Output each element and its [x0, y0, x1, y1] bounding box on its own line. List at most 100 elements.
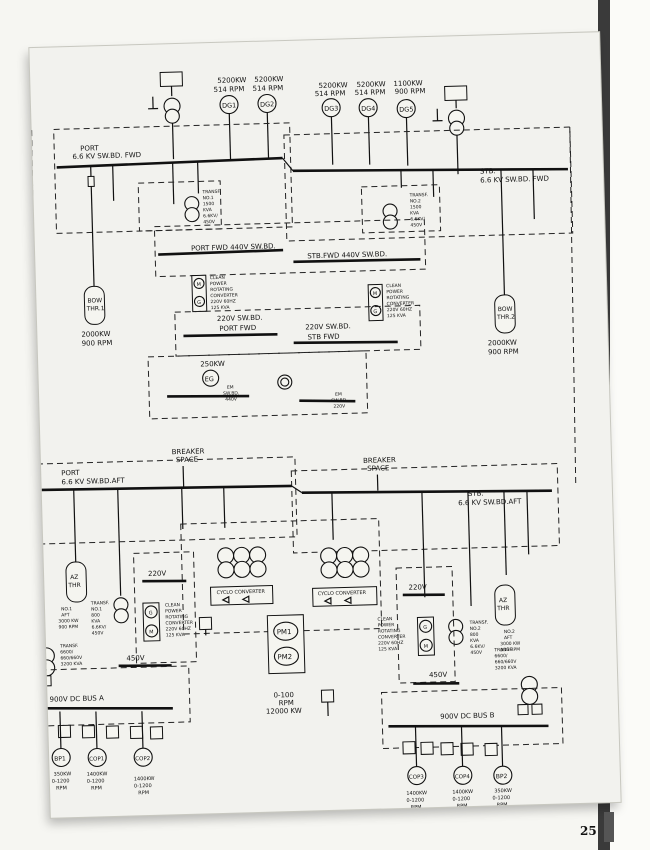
breaker-space-2b: SPACE: [367, 464, 389, 473]
svg-text:450V: 450V: [92, 630, 105, 636]
stb-aft-title-1: STB.: [468, 490, 484, 498]
svg-text:220V 60HZ: 220V 60HZ: [166, 626, 191, 633]
generator-dg1: 5200KW 514 RPM DG1: [213, 76, 247, 161]
svg-text:COP1: COP1: [89, 756, 104, 762]
svg-text:NO.1: NO.1: [91, 606, 102, 612]
svg-text:220V 60HZ: 220V 60HZ: [210, 298, 235, 305]
generator-dg4: 5200KW 514 RPM DG4: [355, 80, 386, 165]
svg-text:0-1200: 0-1200: [52, 778, 70, 784]
svg-text:450V: 450V: [410, 222, 423, 228]
svg-text:CONVERTER: CONVERTER: [378, 634, 406, 641]
svg-text:G: G: [373, 309, 377, 315]
svg-text:BP2: BP2: [496, 773, 508, 780]
page-number: 25: [580, 824, 597, 838]
dg1-rating: 5200KW: [217, 76, 246, 85]
svg-text:NO.1: NO.1: [203, 195, 214, 201]
aft-port-lv-frame: [132, 551, 198, 664]
svg-text:CONVERTER: CONVERTER: [387, 300, 415, 307]
stb-aft-bus: [301, 489, 552, 494]
az-thruster-1: AZ THR NO.1 AFT 3000 KW 900 RPM: [58, 561, 88, 631]
svg-text:1500: 1500: [203, 201, 215, 207]
dg3-rpm: 514 RPM: [315, 89, 346, 98]
svg-text:SW.BD.: SW.BD.: [223, 390, 239, 396]
pm-rpm: 0-100: [273, 691, 294, 700]
svg-text:TRANSF.: TRANSF.: [90, 600, 109, 607]
svg-text:NO.2: NO.2: [470, 626, 481, 632]
port-aft-bus: [41, 484, 292, 492]
svg-text:ROTATING: ROTATING: [210, 287, 233, 294]
svg-text:M: M: [373, 291, 377, 297]
svg-text:CLEAN: CLEAN: [210, 275, 225, 281]
dc-load-bp1: BP1 350KW 0-1200 RPM: [51, 747, 71, 792]
svg-text:THR: THR: [496, 605, 510, 612]
svg-text:125 KVA: 125 KVA: [378, 646, 398, 653]
stb-fwd-title-2: 6.6 KV SW.BD. FWD: [480, 175, 549, 185]
svg-text:TRANSF.: TRANSF.: [201, 189, 220, 196]
stb-440-bus: [293, 257, 421, 264]
dg1-label: DG1: [222, 101, 236, 109]
svg-text:TRANSF.: TRANSF.: [409, 192, 428, 199]
dg2-rating: 5200KW: [254, 75, 283, 84]
cyclo-transformers-port: [217, 546, 267, 579]
svg-text:KVA: KVA: [470, 638, 480, 644]
svg-text:0-1200: 0-1200: [406, 797, 424, 803]
transf-fwd-2-frame: [360, 184, 442, 234]
stb-aft-frame: [290, 463, 560, 554]
svg-text:900 RPM: 900 RPM: [488, 348, 519, 357]
stb-440-title: STB.FWD 440V SW.BD.: [307, 250, 387, 260]
svg-text:CONVERTER: CONVERTER: [165, 620, 193, 627]
dc-drives-a: [57, 724, 164, 740]
svg-text:0-1200: 0-1200: [492, 795, 510, 801]
converter-aft-port-label: CLEAN POWER ROTATING CONVERTER 220V 60HZ…: [165, 602, 193, 638]
svg-text:SW.BD.: SW.BD.: [331, 397, 347, 403]
stb-aft-title-2: 6.6 KV SW.BD.AFT: [458, 498, 522, 508]
dc-load-cop2: COP2 1400KW 0-1200 RPM: [133, 747, 155, 796]
stb-fwd-frame: [283, 126, 574, 242]
breaker-space-2a: BREAKER: [363, 456, 396, 465]
svg-text:220V: 220V: [333, 403, 346, 409]
transf-fwd-1-label: TRANSF. NO.1 1500 KVA 6.6KV/ 450V: [201, 189, 220, 225]
transf-dc-b-label: TRANSF. 6600/ 660/660V 3200 KVA: [493, 647, 517, 672]
page-edge-mark: [604, 812, 614, 842]
svg-text:CLEAN: CLEAN: [377, 616, 392, 622]
cyclo-stb-label: CYCLO CONVERTER: [318, 590, 367, 597]
svg-text:G: G: [197, 300, 201, 306]
dc-bus-a: [29, 707, 173, 710]
dc-load-cop4: COP4 1400KW 0-1200 RPM: [452, 765, 473, 809]
svg-text:POWER: POWER: [386, 289, 403, 295]
svg-text:660/660V: 660/660V: [495, 659, 518, 666]
svg-text:1400KW: 1400KW: [134, 776, 155, 783]
svg-text:ROTATING: ROTATING: [165, 614, 188, 621]
svg-text:THR.2: THR.2: [496, 314, 515, 322]
svg-text:BOW: BOW: [498, 306, 513, 313]
pm1-label: PM1: [277, 628, 292, 636]
svg-text:440V: 440V: [225, 396, 238, 402]
svg-text:RPM: RPM: [91, 785, 102, 791]
dg4-rating: 5200KW: [356, 80, 385, 89]
svg-text:COP2: COP2: [135, 756, 150, 762]
svg-text:KVA: KVA: [91, 618, 101, 624]
pm-rpm-unit: RPM: [279, 699, 294, 707]
svg-text:0-1200: 0-1200: [87, 778, 105, 784]
cyclo-converter-stb: [312, 586, 378, 607]
svg-text:RPM: RPM: [56, 785, 67, 791]
stb-fwd-title-1: STB.: [480, 167, 496, 175]
port-440-title: PORT FWD 440V SW.BD.: [191, 242, 276, 252]
bow-thruster-1: BOW THR.1 2000KW 900 RPM: [81, 285, 113, 348]
svg-text:125 KVA: 125 KVA: [387, 313, 407, 320]
port-aft-title-1: PORT: [61, 469, 80, 478]
dg3-label: DG3: [324, 105, 338, 113]
eg-rating: 250KW: [200, 360, 225, 369]
svg-text:800: 800: [91, 612, 100, 618]
cyclo-converter-port: [209, 585, 274, 606]
port-fwd-title-1: PORT: [80, 144, 99, 153]
stb-450v-label: 450V: [429, 671, 448, 680]
dc-bus-a-title: 900V DC BUS A: [49, 694, 104, 704]
svg-text:900 RPM: 900 RPM: [82, 339, 113, 348]
svg-text:G: G: [423, 625, 427, 631]
generator-dg3: 5200KW 514 RPM DG3: [315, 81, 348, 165]
dg4-rpm: 514 RPM: [355, 88, 386, 97]
eg-circle: [202, 369, 220, 387]
svg-text:CLEAN: CLEAN: [165, 602, 180, 608]
svg-text:KVA: KVA: [410, 210, 420, 216]
